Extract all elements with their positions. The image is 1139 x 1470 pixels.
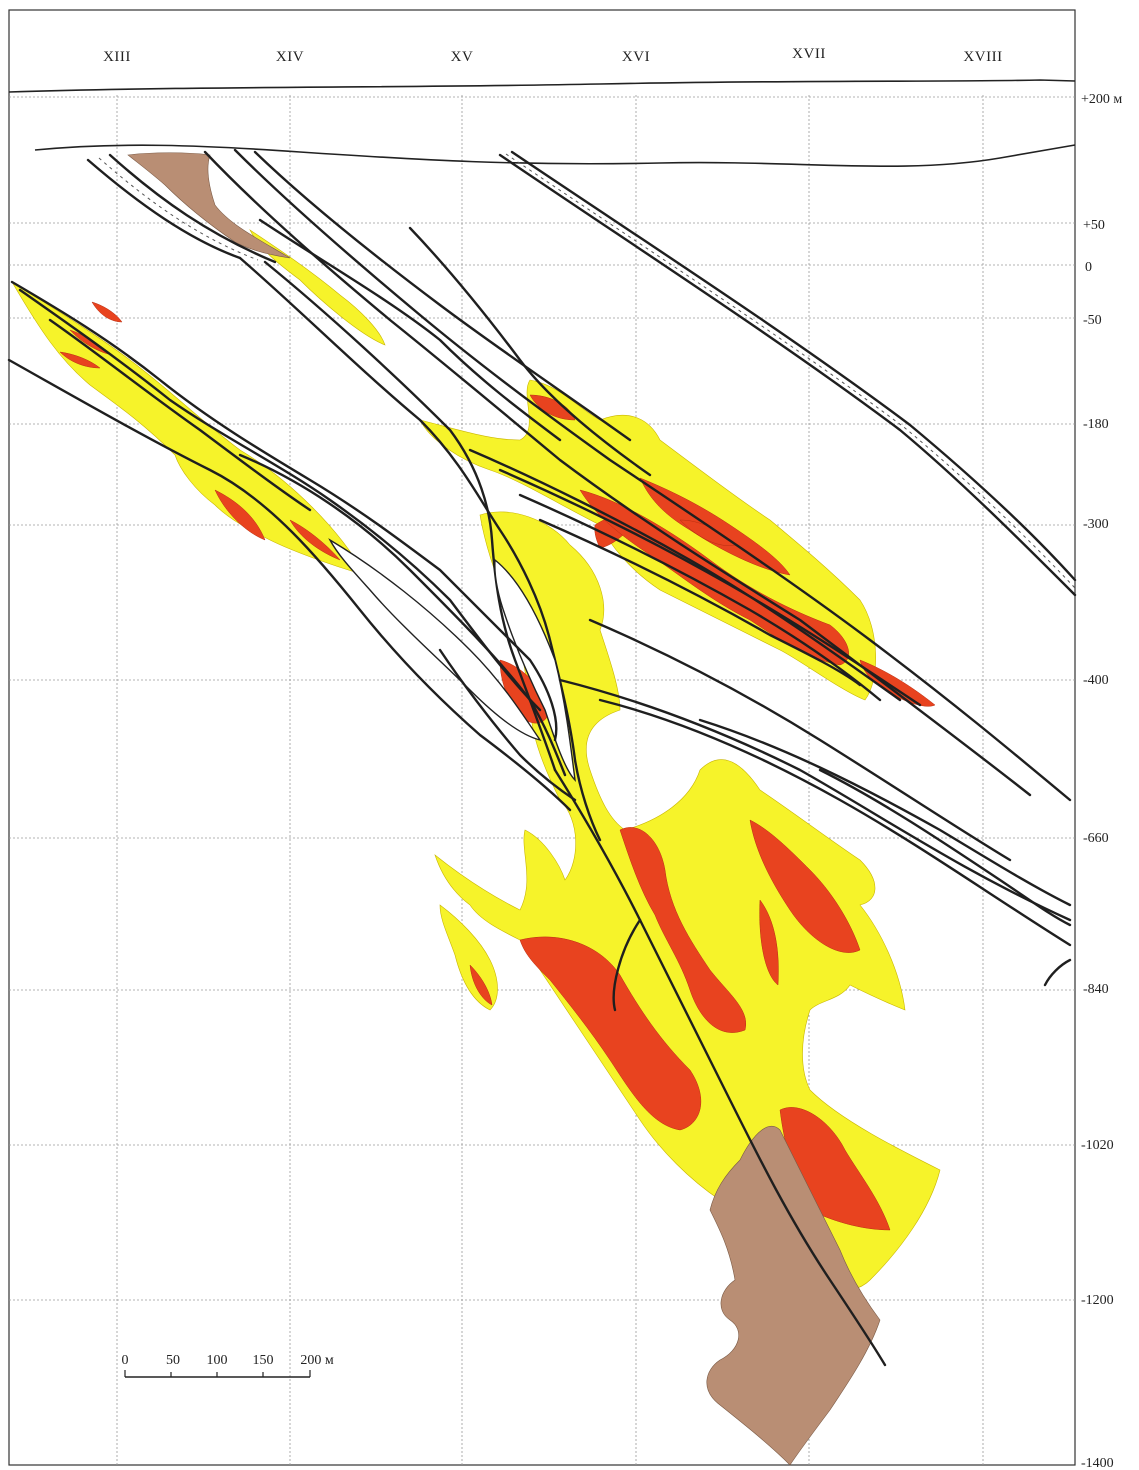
elevation-label: -1020 — [1081, 1138, 1114, 1153]
ground-surface-line — [8, 79, 1076, 93]
section-frame — [8, 9, 1076, 1466]
profile-label: XIII — [103, 49, 131, 65]
profile-label: XVIII — [963, 49, 1002, 65]
profile-label: XVII — [792, 46, 826, 62]
scale-tick-label: 50 — [166, 1353, 180, 1368]
elevation-label: 0 — [1085, 260, 1092, 275]
intrusive-bodies — [127, 152, 881, 1466]
profile-labels: XIII XIV XV XVI XVII XVIII — [103, 46, 1002, 65]
profile-label: XVI — [622, 49, 650, 65]
elevation-label: +200 м — [1081, 92, 1122, 107]
scale-tick-label: 100 — [207, 1353, 228, 1368]
scale-bar: 0 50 100 150 200 м — [122, 1353, 334, 1378]
elevation-label: -180 — [1083, 417, 1109, 432]
scale-tick-label: 200 м — [300, 1353, 334, 1368]
elevation-label: -300 — [1083, 517, 1109, 532]
elevation-labels: +200 м +50 0 -50 -180 -300 -400 -660 -84… — [1081, 92, 1122, 1470]
scale-tick-label: 0 — [122, 1353, 129, 1368]
elevation-label: +50 — [1083, 218, 1105, 233]
profile-label: XV — [451, 49, 474, 65]
upper-contact-line — [34, 144, 1076, 168]
fault-lines — [7, 148, 1077, 1367]
elevation-label: -1200 — [1081, 1293, 1114, 1308]
elevation-label: -400 — [1083, 673, 1109, 688]
scale-tick-label: 150 — [253, 1353, 274, 1368]
elevation-label: -660 — [1083, 831, 1109, 846]
elevation-label: -1400 — [1081, 1456, 1114, 1470]
elevation-label: -50 — [1083, 313, 1102, 328]
elevation-label: -840 — [1083, 982, 1109, 997]
profile-label: XIV — [276, 49, 304, 65]
